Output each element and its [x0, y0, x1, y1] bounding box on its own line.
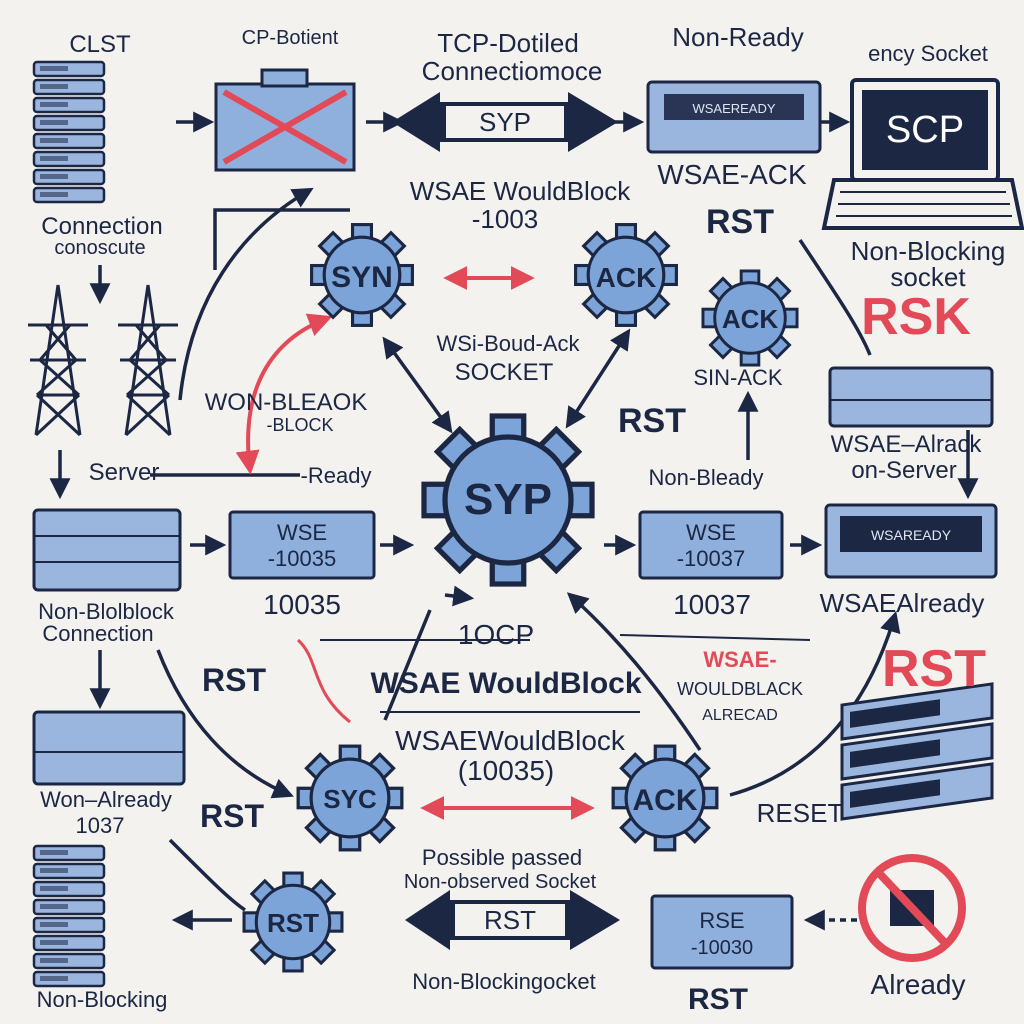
label-connection-low: Connection [42, 621, 154, 646]
rse-box [650, 894, 794, 970]
label-wsae-wouldblock-mid: WSAE WouldBlock [370, 667, 642, 700]
label-non-blockingocket: Non-Blockingocket [412, 969, 596, 994]
label-sin-ack: SIN-ACK [693, 365, 783, 390]
label-already: Already [870, 969, 966, 1000]
gear-label-ack-top: ACK [596, 262, 657, 293]
label-wsae-wouldblock-low: WSAEWouldBlock [395, 725, 625, 756]
label-won-bleaok: WON-BLEAOK [204, 389, 368, 416]
label-ready: -Ready [300, 463, 372, 488]
label-wsae-alrack: WSAE–Alrack [830, 431, 982, 458]
label-10037: 10037 [673, 589, 751, 620]
label-won-already: Won–Already [40, 787, 172, 812]
transmission-towers [26, 283, 180, 437]
label-wouldblack: WOULDBLACK [676, 679, 804, 699]
syp-arrow-label: SYP [479, 107, 531, 137]
label-alrecad: ALRECAD [702, 707, 778, 724]
label-conoscute: conoscute [54, 237, 146, 259]
label-rst-red-right: RST [882, 640, 986, 698]
label-rst-left-mid: RST [202, 662, 266, 698]
wse-10035-line2: -10035 [268, 546, 337, 571]
scp-screen-label: SCP [886, 109, 964, 151]
gear-label-syp: SYP [464, 475, 552, 524]
server-rack-top-left [32, 60, 106, 204]
label-rsk: RSK [861, 288, 971, 346]
label-10035-paren: (10035) [457, 755, 555, 786]
label-reset: RESET [756, 798, 844, 828]
connector-lines [49, 111, 979, 931]
label-non-blocking-bottom: Non-Blocking [36, 987, 168, 1012]
label-non-blocking-socket-1: Non-Blocking [850, 236, 1006, 266]
wse-10037-box [638, 510, 784, 580]
rst-arrow-label: RST [484, 905, 536, 935]
crossed-out-box [214, 68, 356, 172]
label-non-blocking-socket-2: socket [890, 262, 966, 292]
wsaeready-top-label: WSAEREADY [692, 101, 775, 116]
label-10035: 10035 [263, 589, 341, 620]
label-1003: -1003 [471, 204, 539, 234]
label-rst-mid: RST [618, 402, 686, 440]
label-tcp-detailed: TCP-Dotiled [437, 28, 579, 58]
gear-label-syc: SYC [323, 784, 377, 814]
label-wsae-already: WSAEAlready [819, 588, 985, 618]
non-ready-device [646, 80, 822, 154]
gear-label-ack-low: ACK [633, 784, 698, 817]
label-wsae-wouldblock-top: WSAE WouldBlock [409, 176, 631, 206]
label-connectiomoce: Connectiomoce [421, 56, 603, 86]
label-wsae-ack: WSAE-ACK [657, 159, 807, 190]
label-socket-mid: SOCKET [454, 359, 554, 386]
label-rst-top: RST [706, 203, 774, 241]
label-block: -BLOCK [266, 415, 334, 435]
label-non-bleady: Non-Bleady [648, 465, 764, 490]
server-stack-right [840, 682, 994, 821]
wsaready-device [824, 503, 998, 579]
rse-line2: -10030 [691, 937, 753, 959]
label-ency-socket: ency Socket [868, 41, 988, 66]
prohibited-icon [858, 854, 966, 962]
label-on-server: on-Server [851, 457, 957, 484]
server-rack-bottom-left [32, 844, 106, 988]
wsaready-screen-label: WSAREADY [871, 527, 952, 543]
label-rst-left-low: RST [200, 798, 264, 834]
label-cp-botient: CP-Botient [241, 27, 339, 49]
rst-double-arrow [405, 890, 620, 950]
laptop-icon [821, 78, 1024, 230]
label-possible: Possible passed [421, 845, 583, 870]
rse-line1: RSE [699, 908, 744, 933]
left-small-device-low [32, 710, 186, 786]
gear-label-syn: SYN [331, 261, 393, 294]
label-wsi-boud-ack: WSi-Boud-Ack [436, 331, 580, 356]
label-non-observed-socket: Non-observed Socket [403, 871, 597, 893]
wse-10037-line1: WSE [686, 520, 736, 545]
label-tocp: 1OCP [457, 619, 535, 650]
syp-double-arrow [392, 92, 618, 152]
wse-10035-line1: WSE [277, 520, 327, 545]
wse-10037-line2: -10037 [677, 546, 746, 571]
label-server: Server [88, 459, 160, 486]
label-rst-bottom: RST [688, 983, 748, 1016]
red-arrows [235, 266, 595, 820]
label-non-ready-top: Non-Ready [672, 22, 804, 52]
label-clst: CLST [69, 31, 131, 58]
server-rack-mid-left [32, 508, 182, 592]
label-non-blolblock: Non-Blolblock [38, 599, 174, 624]
label-1037: 1037 [75, 813, 125, 838]
right-small-device [828, 366, 994, 428]
wse-10035-box [228, 510, 376, 580]
gear-label-ack-right: ACK [722, 304, 779, 334]
gear-label-rst: RST [267, 908, 319, 938]
label-wsae-red: WSAE- [703, 647, 777, 672]
label-connection: Connection [41, 213, 163, 240]
